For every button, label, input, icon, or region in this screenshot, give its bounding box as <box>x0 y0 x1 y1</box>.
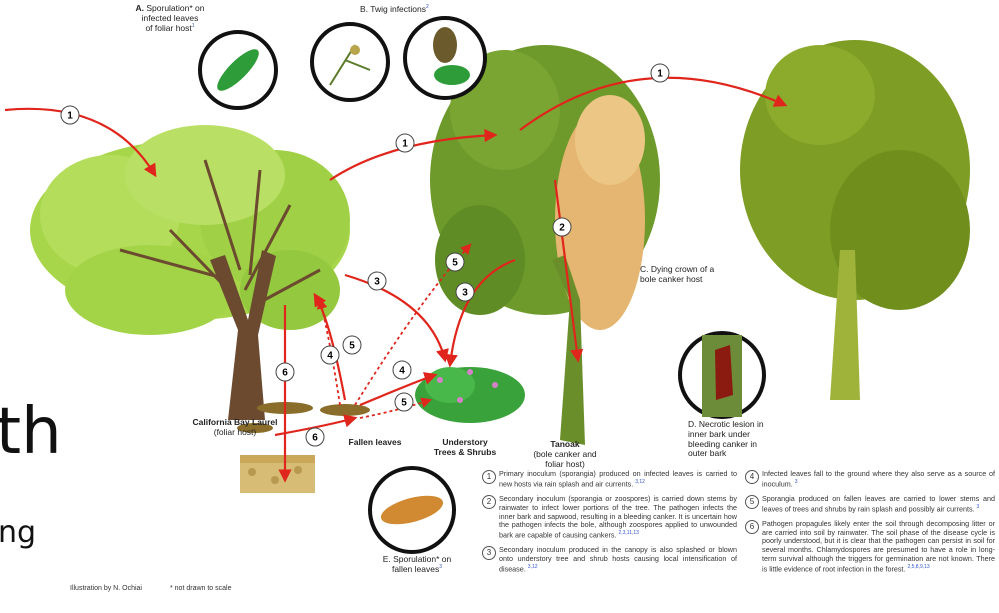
cut-off-text-2: ng <box>0 515 36 550</box>
label-b: B. Twig infections2 <box>360 5 470 15</box>
step-badge-number: 1 <box>657 69 663 80</box>
legend-number: 2 <box>482 495 496 509</box>
step-badge-number: 2 <box>559 223 565 234</box>
step-badge-number: 1 <box>67 111 73 122</box>
legend-number: 5 <box>745 495 759 509</box>
inset-b2-leaves <box>405 18 485 98</box>
label-e: E. Sporulation* on fallen leaves3 <box>372 555 462 575</box>
inset-a-leaf <box>200 32 276 108</box>
step-badge-number: 4 <box>327 351 333 362</box>
legend-text: Pathogen propagules likely enter the soi… <box>762 520 995 574</box>
legend-text: Primary inoculum (sporangia) produced on… <box>499 470 737 489</box>
step-badge-number: 5 <box>452 258 458 269</box>
label-bay-laurel: California Bay Laurel(foliar host) <box>180 418 290 438</box>
inset-e-leaf <box>370 468 454 552</box>
legend-number: 3 <box>482 546 496 560</box>
legend-text: Secondary inoculum (sporangia or zoospor… <box>499 495 737 540</box>
inset-d-canker <box>680 333 764 417</box>
soil-block <box>240 455 315 493</box>
legend-text: Sporangia produced on fallen leaves are … <box>762 495 995 514</box>
right-tree <box>740 40 970 400</box>
label-fallen-leaves: Fallen leaves <box>330 438 420 448</box>
legend-ref: 2,3,11,13 <box>618 530 638 536</box>
cut-off-text-1: th <box>0 395 62 469</box>
label-a: A. Sporulation* on infected leaves of fo… <box>110 4 230 33</box>
legend-text: Infected leaves fall to the ground where… <box>762 470 995 489</box>
legend-ref: 3 <box>977 504 980 510</box>
step-badge-number: 6 <box>312 433 318 444</box>
legend-number: 4 <box>745 470 759 484</box>
step-badge-number: 5 <box>401 398 407 409</box>
legend-number: 6 <box>745 520 759 534</box>
step-badge-number: 4 <box>399 366 405 377</box>
step-badge-number: 3 <box>374 277 380 288</box>
step-badge-number: 5 <box>349 341 355 352</box>
legend-text: Secondary inoculum produced in the canop… <box>499 546 737 574</box>
illustration-credit: Illustration by N. Ochiai <box>70 585 142 592</box>
legend-ref: 3,12 <box>528 564 538 570</box>
inset-b-twig <box>312 24 388 100</box>
step-badge-number: 1 <box>402 139 408 150</box>
legend-number: 1 <box>482 470 496 484</box>
bay-laurel-tree <box>30 125 350 420</box>
legend-ref: 2,5,8,9,13 <box>907 564 929 570</box>
legend-ref: 3,12 <box>635 479 645 485</box>
step-badge-number: 6 <box>282 368 288 379</box>
scale-note: * not drawn to scale <box>170 585 231 592</box>
step-badge-number: 3 <box>462 288 468 299</box>
legend-ref: 3 <box>795 479 798 485</box>
